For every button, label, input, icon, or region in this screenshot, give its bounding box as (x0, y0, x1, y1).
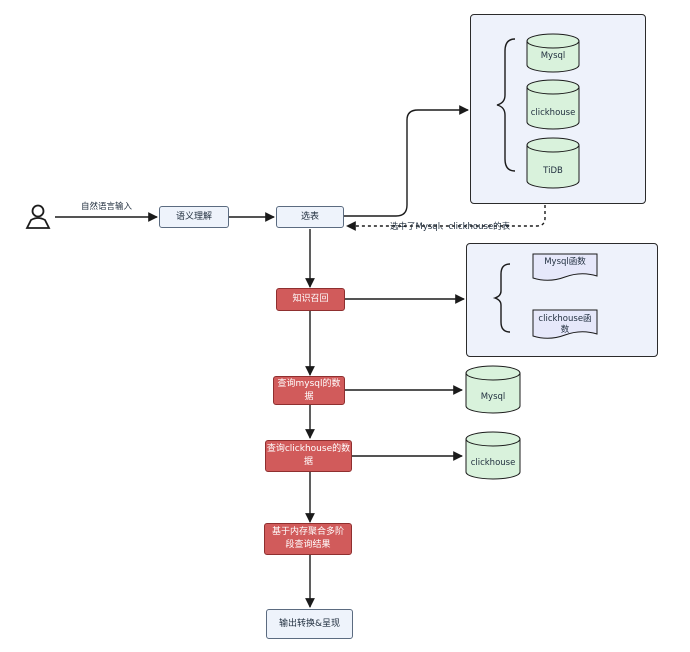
database-panel: Mysql clickhouse TiDB (470, 14, 646, 204)
mysql-cylinder (465, 365, 521, 414)
database-panel-graphics (496, 33, 580, 189)
clickhouse-cylinder (465, 431, 521, 480)
clickhouse-database: clickhouse (464, 430, 522, 482)
knowledge-recall-node: 知识召回 (276, 288, 345, 311)
user-icon (25, 204, 51, 229)
selected-tables-note: 选中了Mysql、clickhouse的表 (390, 222, 511, 232)
output-node: 输出转换&呈现 (266, 609, 353, 639)
clickhouse-database-label: clickhouse (470, 458, 516, 468)
mysql-database: Mysql (464, 364, 522, 416)
query-mysql-node: 查询mysql的数据 (273, 376, 345, 405)
function-panel: Mysql函数 clickhouse函数 (466, 243, 658, 357)
query-clickhouse-node: 查询clickhouse的数据 (265, 440, 352, 472)
dashed-return-arrow (346, 205, 546, 231)
cylinder-clickhouse (526, 79, 580, 130)
input-label: 自然语言输入 (81, 202, 133, 212)
arrow-select-to-db-panel (344, 105, 469, 217)
cylinder-mysql (526, 33, 580, 73)
select-table-node: 选表 (276, 206, 344, 228)
cylinder-tidb (526, 137, 580, 189)
function-panel-graphics (492, 253, 598, 339)
semantic-understanding-node: 语义理解 (159, 206, 229, 228)
db-panel-tidb-label: TiDB (543, 166, 563, 176)
db-brace (496, 38, 516, 172)
doc-shape-mysql-func (532, 253, 598, 281)
doc-shape-clickhouse-func (532, 309, 598, 339)
db-panel-clickhouse-label: clickhouse (530, 108, 576, 118)
mysql-database-label: Mysql (480, 392, 506, 402)
db-panel-mysql-label: Mysql (540, 51, 566, 61)
func-brace (492, 263, 511, 333)
merge-results-node: 基于内存聚合多阶段查询结果 (264, 523, 352, 555)
mysql-functions-label: Mysql函数 (544, 257, 586, 267)
clickhouse-functions-label: clickhouse函数 (538, 314, 592, 335)
